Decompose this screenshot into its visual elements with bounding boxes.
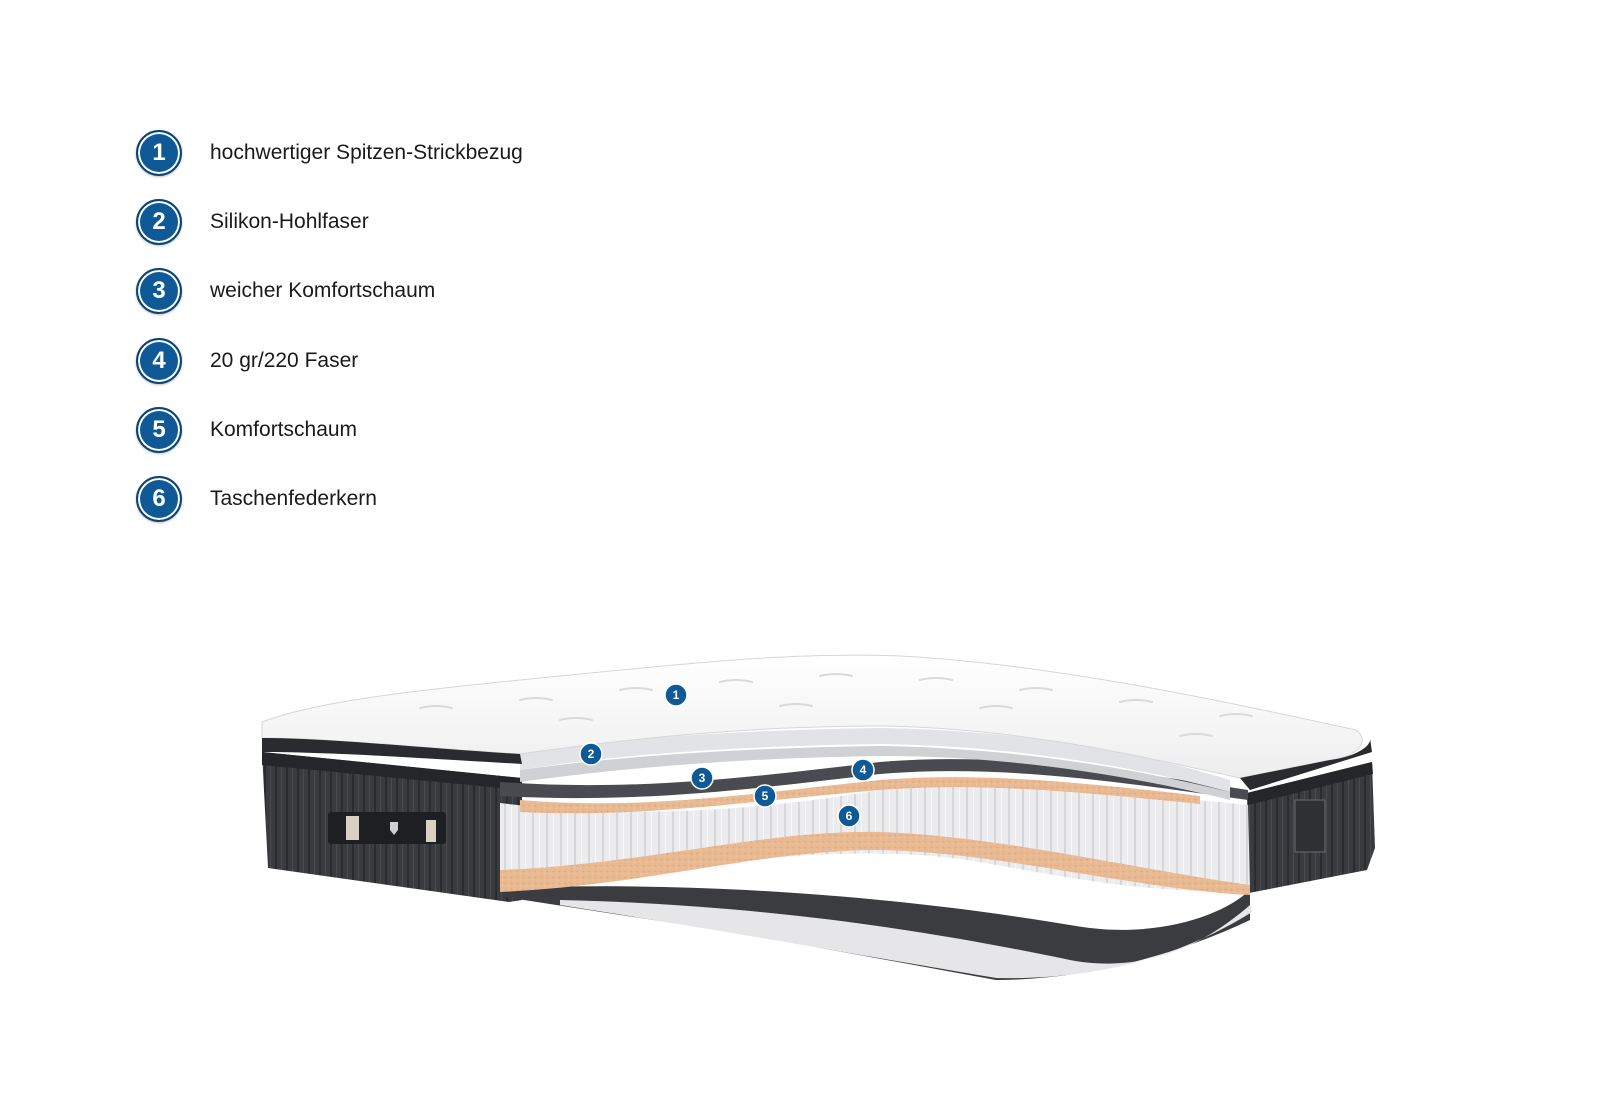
svg-text:6: 6 [846, 809, 853, 823]
brand-label-icon [1295, 800, 1325, 852]
bottom-layers [500, 886, 1252, 980]
marker-2: 2 [580, 743, 602, 765]
marker-3: 3 [691, 767, 713, 789]
side-handle [328, 812, 446, 844]
svg-text:1: 1 [673, 688, 680, 702]
marker-5: 5 [754, 785, 776, 807]
svg-text:5: 5 [762, 789, 769, 803]
marker-1: 1 [665, 684, 687, 706]
svg-text:2: 2 [588, 747, 595, 761]
marker-4: 4 [852, 759, 874, 781]
svg-text:4: 4 [860, 763, 867, 777]
marker-6: 6 [838, 805, 860, 827]
svg-text:3: 3 [699, 771, 706, 785]
